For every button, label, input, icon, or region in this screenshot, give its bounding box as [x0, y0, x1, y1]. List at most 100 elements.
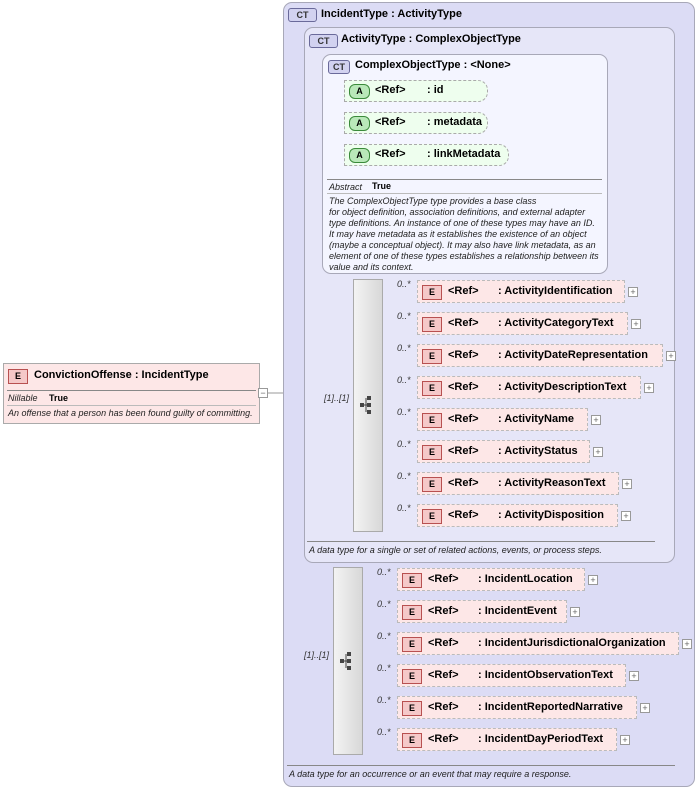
- ref-label: <Ref>: [448, 381, 479, 393]
- element-badge-icon: E: [402, 573, 422, 588]
- element-box[interactable]: E<Ref>: IncidentObservationText: [397, 664, 626, 687]
- expand-icon[interactable]: +: [593, 447, 603, 457]
- element-badge-icon: E: [422, 477, 442, 492]
- element-box[interactable]: E<Ref>: IncidentDayPeriodText: [397, 728, 617, 751]
- divider: [7, 390, 256, 391]
- element-occurrence: 0..*: [377, 567, 391, 577]
- element-box[interactable]: E<Ref>: ActivityStatus: [417, 440, 590, 463]
- element-box[interactable]: E <Ref> : ActivityReasonText: [417, 472, 619, 495]
- nillable-label: Nillable: [8, 393, 38, 403]
- ref-label: <Ref>: [448, 413, 479, 425]
- expand-icon[interactable]: +: [628, 287, 638, 297]
- element-name: : ActivityReasonText: [498, 477, 606, 489]
- ref-label: <Ref>: [428, 637, 459, 649]
- element-name: : IncidentReportedNarrative: [478, 701, 623, 713]
- attribute-id[interactable]: A <Ref> : id: [344, 80, 488, 102]
- element-occurrence: 0..*: [377, 727, 391, 737]
- element-name: : IncidentObservationText: [478, 669, 613, 681]
- ref-label: <Ref>: [448, 349, 479, 361]
- ref-label: <Ref>: [428, 573, 459, 585]
- complex-type-badge-icon: CT: [328, 60, 350, 74]
- divider: [327, 193, 602, 194]
- element-badge-icon: E: [422, 381, 442, 396]
- element-badge-icon: E: [422, 285, 442, 300]
- element-name: : ActivityCategoryText: [498, 317, 614, 329]
- element-name: : ActivityIdentification: [498, 285, 613, 297]
- activity-type-title: ActivityType : ComplexObjectType: [341, 33, 521, 45]
- element-occurrence: 0..*: [377, 599, 391, 609]
- sequence-compositor[interactable]: [333, 567, 363, 755]
- element-badge-icon: E: [8, 369, 28, 384]
- sequence-compositor[interactable]: [353, 279, 383, 532]
- attribute-badge-icon: A: [349, 148, 370, 163]
- element-name: : ActivityDescriptionText: [498, 381, 627, 393]
- element-badge-icon: E: [402, 733, 422, 748]
- element-occurrence: 0..*: [397, 407, 411, 417]
- divider: [287, 765, 675, 766]
- attribute-name: : id: [427, 84, 444, 96]
- element-occurrence: 0..*: [397, 471, 411, 481]
- element-box[interactable]: E <Ref> : IncidentJurisdictionalOrganizati…: [397, 632, 679, 655]
- incident-type-description: A data type for an occurrence or an even…: [289, 769, 572, 779]
- ref-label: <Ref>: [428, 701, 459, 713]
- expand-icon[interactable]: +: [621, 511, 631, 521]
- sequence-icon: [340, 652, 351, 670]
- abstract-label: Abstract: [329, 182, 363, 192]
- sequence-occurrence: [1]..[1]: [304, 650, 330, 660]
- divider: [307, 541, 655, 542]
- expand-icon[interactable]: +: [622, 479, 632, 489]
- element-box[interactable]: E <Ref> : ActivityDateRepresentation: [417, 344, 663, 367]
- ref-label: <Ref>: [375, 84, 406, 96]
- element-badge-icon: E: [402, 701, 422, 716]
- element-name: : IncidentEvent: [478, 605, 557, 617]
- element-occurrence: 0..*: [397, 343, 411, 353]
- sequence-icon: [360, 396, 371, 414]
- expand-icon[interactable]: +: [588, 575, 598, 585]
- element-name: : ActivityName: [498, 413, 575, 425]
- expand-icon[interactable]: +: [640, 703, 650, 713]
- attribute-metadata[interactable]: A <Ref> : metadata: [344, 112, 488, 134]
- element-box[interactable]: E<Ref>: IncidentEvent: [397, 600, 567, 623]
- element-box[interactable]: E <Ref> : IncidentLocation: [397, 568, 585, 591]
- complex-type-badge-icon: CT: [288, 8, 317, 22]
- element-box[interactable]: E <Ref> : ActivityDescriptionText: [417, 376, 641, 399]
- attribute-name: : linkMetadata: [427, 148, 501, 160]
- element-occurrence: 0..*: [397, 375, 411, 385]
- ref-label: <Ref>: [448, 509, 479, 521]
- element-occurrence: 0..*: [397, 439, 411, 449]
- element-box[interactable]: E<Ref>: ActivityIdentification: [417, 280, 625, 303]
- element-name: : IncidentJurisdictionalOrganization: [478, 637, 666, 649]
- element-badge-icon: E: [422, 317, 442, 332]
- expand-icon[interactable]: +: [666, 351, 676, 361]
- root-description: An offense that a person has been found …: [8, 408, 253, 418]
- attribute-name: : metadata: [427, 116, 483, 128]
- root-element-box[interactable]: E ConvictionOffense : IncidentType Nilla…: [3, 363, 260, 424]
- expand-icon[interactable]: +: [591, 415, 601, 425]
- ref-label: <Ref>: [428, 605, 459, 617]
- element-name: : IncidentLocation: [478, 573, 573, 585]
- ref-label: <Ref>: [428, 733, 459, 745]
- element-box[interactable]: E<Ref>: ActivityDisposition: [417, 504, 618, 527]
- element-occurrence: 0..*: [397, 503, 411, 513]
- activity-type-description: A data type for a single or set of relat…: [309, 545, 602, 555]
- element-badge-icon: E: [402, 637, 422, 652]
- expand-icon[interactable]: +: [644, 383, 654, 393]
- sequence-occurrence: [1]..[1]: [324, 393, 350, 403]
- complex-object-type-title: ComplexObjectType : <None>: [355, 59, 511, 71]
- element-box[interactable]: E<Ref>: ActivityCategoryText: [417, 312, 628, 335]
- element-badge-icon: E: [422, 349, 442, 364]
- attribute-badge-icon: A: [349, 84, 370, 99]
- attribute-link-metadata[interactable]: A <Ref> : linkMetadata: [344, 144, 509, 166]
- expand-icon[interactable]: +: [620, 735, 630, 745]
- ref-label: <Ref>: [375, 148, 406, 160]
- collapse-icon[interactable]: −: [258, 388, 268, 398]
- expand-icon[interactable]: +: [570, 607, 580, 617]
- element-box[interactable]: E<Ref>: ActivityName: [417, 408, 588, 431]
- expand-icon[interactable]: +: [629, 671, 639, 681]
- expand-icon[interactable]: +: [682, 639, 692, 649]
- ref-label: <Ref>: [448, 477, 479, 489]
- element-badge-icon: E: [422, 445, 442, 460]
- element-name: : ActivityDateRepresentation: [498, 349, 648, 361]
- element-box[interactable]: E <Ref> : IncidentReportedNarrative: [397, 696, 637, 719]
- expand-icon[interactable]: +: [631, 319, 641, 329]
